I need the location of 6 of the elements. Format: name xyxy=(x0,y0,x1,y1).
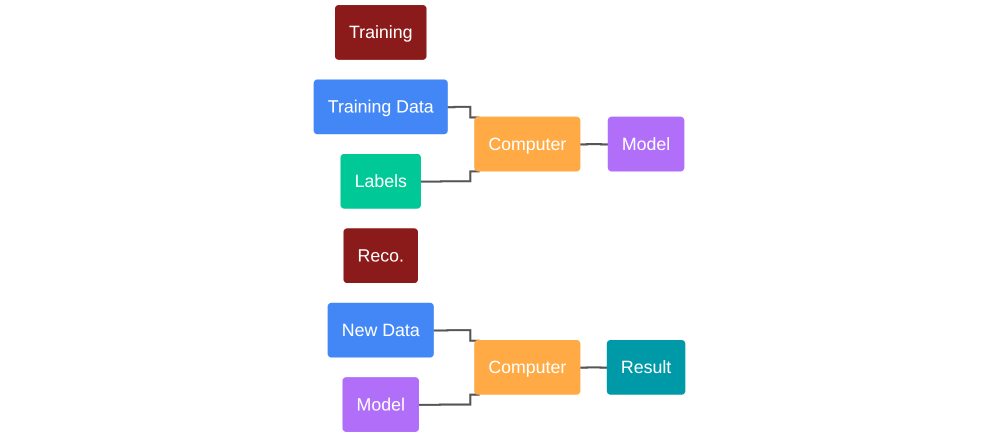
connector xyxy=(433,329,480,342)
connector xyxy=(418,394,480,406)
connector xyxy=(420,170,480,183)
connector xyxy=(580,143,608,146)
connector xyxy=(447,106,480,118)
connector xyxy=(580,366,608,369)
